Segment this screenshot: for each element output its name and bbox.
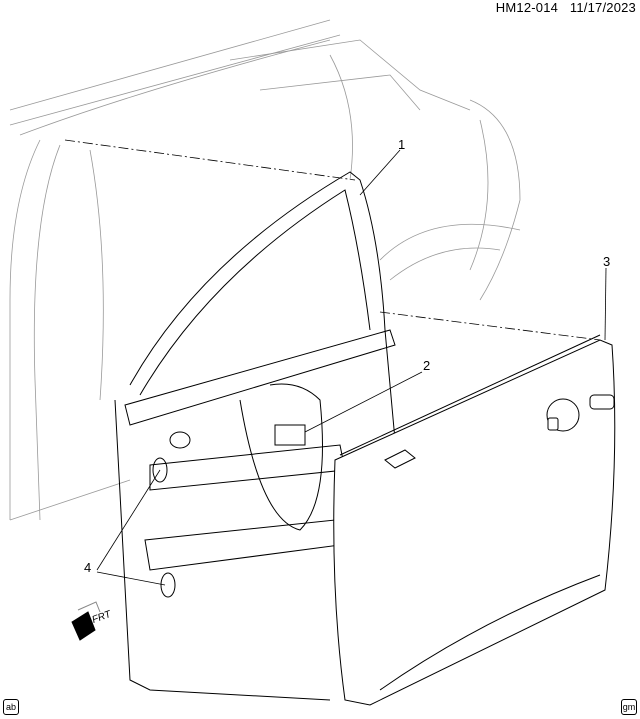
alignment-lines [64, 139, 601, 341]
diagram-date: 11/17/2023 [569, 0, 636, 15]
diagram-header: HM12-014 11/17/2023 [488, 0, 636, 15]
outer-door-panel [333, 334, 616, 706]
callout-1: 1 [398, 137, 406, 152]
body-structure [9, 19, 521, 521]
leader-lines [96, 149, 607, 586]
badge-gm[interactable]: gm [621, 699, 637, 715]
front-direction-arrow-icon [71, 601, 101, 641]
diagram-code: HM12-014 [495, 0, 559, 15]
badge-ab[interactable]: ab [3, 699, 19, 715]
callout-2: 2 [423, 358, 431, 373]
callout-4: 4 [84, 560, 92, 575]
callout-3: 3 [603, 254, 611, 269]
